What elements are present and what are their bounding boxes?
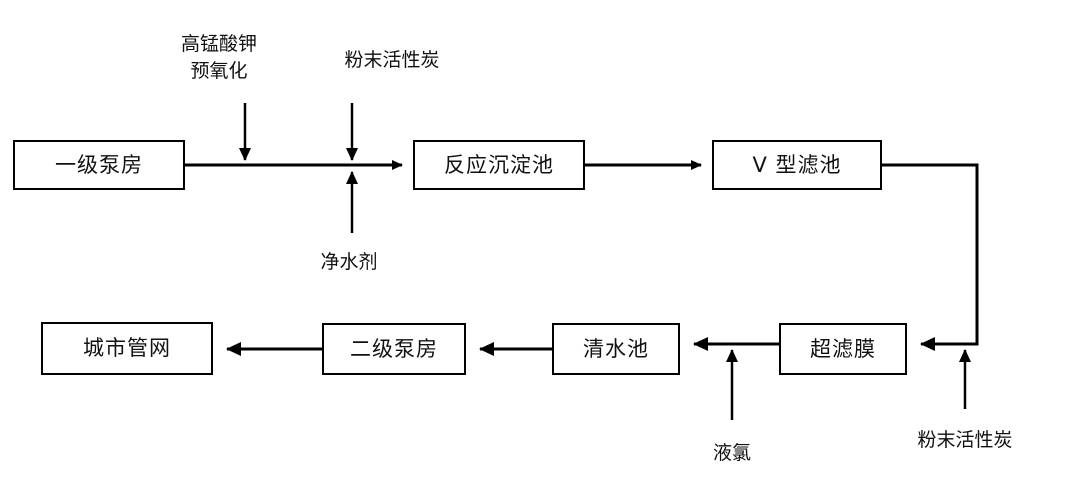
node-city-pipe-network[interactable]: 城市管网 [41,322,213,375]
node-label-secondary-pump-house: 二级泵房 [350,336,438,361]
node-v-type-filter[interactable]: V 型滤池 [712,140,882,190]
node-clear-water-tank[interactable]: 清水池 [552,323,680,375]
connector-filter-to-ultrafiltration [882,163,979,351]
node-secondary-pump-house[interactable]: 二级泵房 [322,323,466,375]
annotation-potassium-permanganate-preoxidation: 高锰酸钾 预氧化 [180,33,257,82]
annotation-powdered-activated-carbon-top: 粉末活性炭 [344,49,440,71]
annotation-powdered-activated-carbon-bottom: 粉末活性炭 [917,429,1013,451]
node-label-v-type-filter: V 型滤池 [752,152,842,177]
node-primary-pump-house[interactable]: 一级泵房 [13,140,185,190]
node-reaction-sedimentation-tank[interactable]: 反应沉淀池 [413,140,585,190]
node-label-ultrafiltration-membrane: 超滤膜 [810,336,876,361]
node-label-clear-water-tank: 清水池 [583,336,649,361]
node-label-primary-pump-house: 一级泵房 [55,152,143,177]
annotation-water-purifying-agent: 净水剂 [320,251,378,273]
node-ultrafiltration-membrane[interactable]: 超滤膜 [779,323,907,375]
node-label-reaction-sedimentation-tank: 反应沉淀池 [444,152,554,177]
node-label-city-pipe-network: 城市管网 [83,336,171,360]
annotation-liquid-chlorine: 液氯 [712,442,751,464]
